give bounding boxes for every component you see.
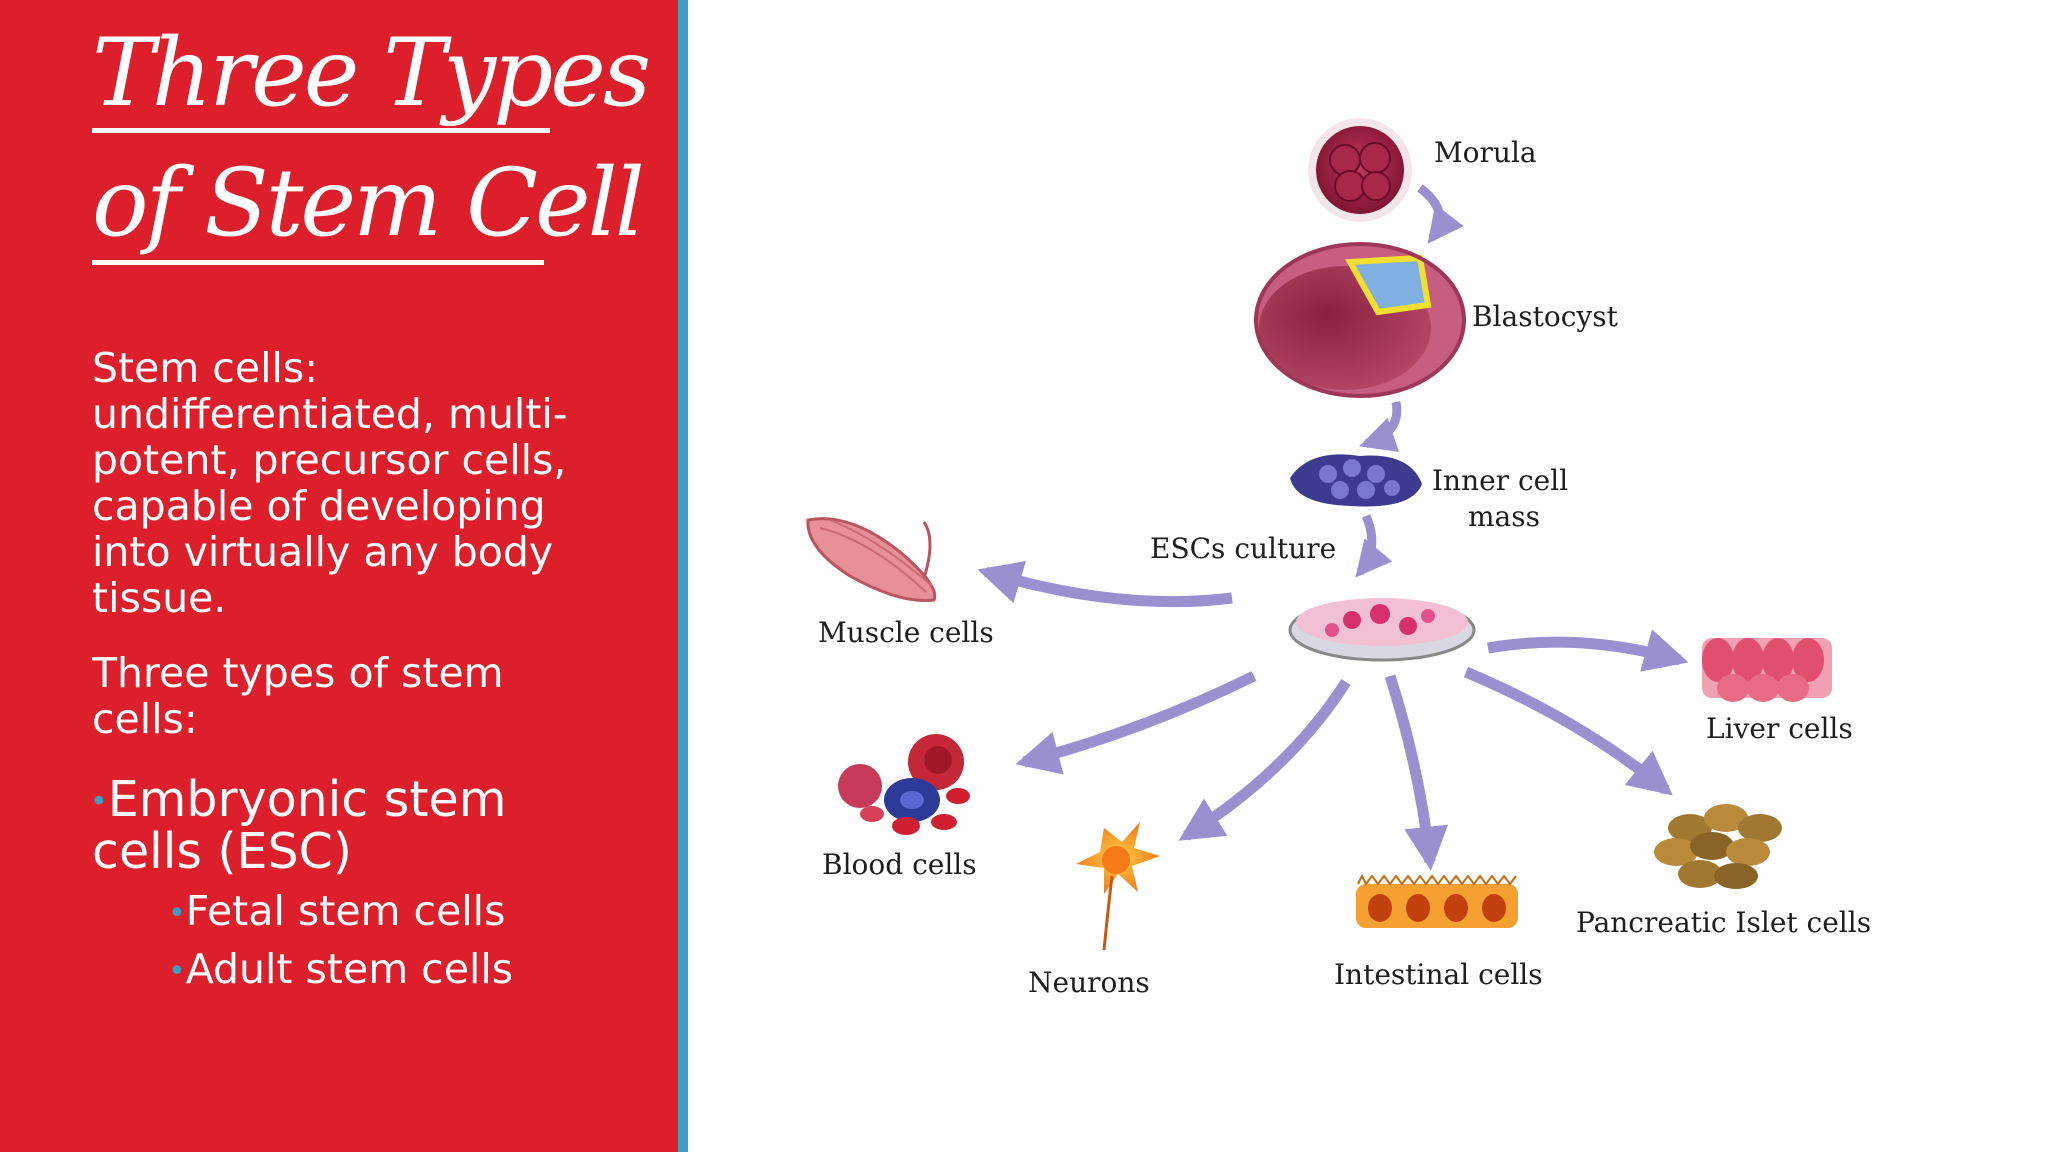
arrow-to-neurons: [1178, 679, 1351, 841]
blood-cells-label: Blood cells: [822, 848, 977, 881]
morula-label: Morula: [1434, 136, 1537, 169]
arrow-to-pancreatic: [1463, 666, 1673, 796]
definition-line: capable of developing: [92, 482, 546, 530]
pancreatic-islet-cells-label: Pancreatic Islet cells: [1576, 906, 1871, 939]
arrow-morula-to-blastocyst: [1417, 184, 1464, 244]
stem-cell-differentiation-diagram: Morula Blastocyst Inner cell mass ESCs c…: [806, 118, 1871, 999]
left-panel: [0, 0, 678, 1152]
arrow-blastocyst-to-inner-mass: [1359, 401, 1402, 452]
definition-line: potent, precursor cells,: [92, 436, 567, 484]
intestinal-cells-icon: [1356, 873, 1518, 928]
arrow-to-blood: [1015, 671, 1257, 775]
muscle-cells-label: Muscle cells: [818, 616, 994, 649]
intestinal-cells-label: Intestinal cells: [1334, 958, 1543, 991]
definition-line: Stem cells:: [92, 344, 319, 392]
esc-culture-label: ESCs culture: [1150, 532, 1336, 565]
inner-cell-mass-label-line-1: Inner cell: [1432, 464, 1568, 497]
bullet-dot-icon: •: [168, 954, 186, 989]
title-underline-2: [92, 260, 544, 265]
inner-cell-mass-icon: [1290, 454, 1422, 507]
slide-title-line-2: of Stem Cell: [92, 149, 645, 258]
liver-cells-label: Liver cells: [1706, 712, 1853, 745]
blood-cells-icon: [838, 734, 970, 835]
bullet-dot-icon: •: [90, 784, 108, 820]
sub-bullet-adult: •Adult stem cells: [168, 946, 513, 995]
title-underline-1: [92, 128, 550, 133]
types-intro-line: Three types of stem: [92, 649, 504, 697]
arrow-inner-mass-to-culture: [1355, 514, 1393, 578]
inner-cell-mass-label-line-2: mass: [1468, 500, 1540, 533]
definition-line: undifferentiated, multi-: [92, 390, 568, 438]
bullet-dot-icon: •: [168, 896, 186, 931]
blastocyst-label: Blastocyst: [1472, 300, 1619, 333]
sub-bullet-fetal: •Fetal stem cells: [168, 888, 505, 937]
morula-icon: [1308, 118, 1412, 222]
neuron-icon: [1076, 822, 1160, 951]
liver-cells-icon: [1702, 638, 1832, 702]
petri-dish-icon: [1288, 598, 1476, 662]
blastocyst-icon: [1254, 242, 1466, 398]
types-intro-line: cells:: [92, 695, 198, 743]
bullet-embryonic: •Embryonic stem: [90, 774, 506, 829]
sub-bullet-adult-text: Adult stem cells: [185, 945, 514, 993]
neurons-label: Neurons: [1028, 966, 1150, 999]
arrow-to-liver: [1487, 629, 1689, 672]
slide-title-line-1: Three Types: [92, 19, 651, 128]
sub-bullet-fetal-text: Fetal stem cells: [185, 887, 506, 935]
arrow-to-intestinal: [1384, 674, 1449, 871]
muscle-cells-icon: [806, 517, 937, 602]
bullet-embryonic-continued: cells (ESC): [92, 823, 352, 880]
definition-line: into virtually any body: [92, 528, 554, 576]
pancreatic-islet-cells-icon: [1654, 804, 1782, 889]
arrow-to-muscle: [977, 560, 1233, 608]
bullet-embryonic-text: Embryonic stem: [107, 771, 507, 828]
definition-line: tissue.: [92, 574, 227, 622]
accent-stripe: [678, 0, 688, 1152]
